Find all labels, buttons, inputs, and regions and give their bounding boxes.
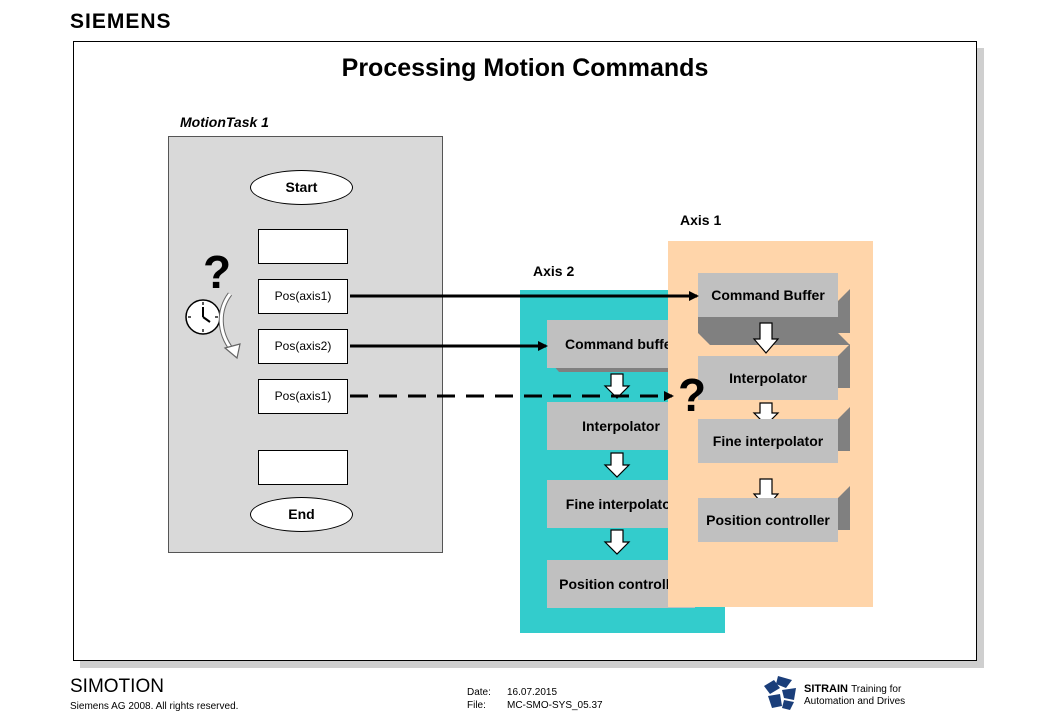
file-label: File: (467, 700, 486, 711)
command-box-pos-axis2: Pos(axis2) (258, 329, 348, 364)
sitrain-brand: SITRAIN Training for (804, 683, 901, 695)
empty-step-box-2 (258, 450, 348, 485)
end-oval: End (250, 497, 353, 532)
axis-1-label: Axis 1 (680, 212, 722, 228)
axis-2-label: Axis 2 (533, 263, 575, 279)
sitrain-tagline: Training for (851, 684, 902, 695)
sitrain-logo-icon (764, 676, 796, 710)
file-value: MC-SMO-SYS_05.37 (507, 700, 603, 711)
date-label: Date: (467, 687, 491, 698)
axis-1-interpolator: Interpolator (698, 356, 838, 400)
clock-icon (185, 292, 241, 360)
sitrain-subline: Automation and Drives (804, 696, 906, 707)
start-oval: Start (250, 170, 353, 205)
date-value: 16.07.2015 (507, 687, 558, 698)
slide-title: Processing Motion Commands (341, 54, 709, 82)
command-box-pos-axis1-second: Pos(axis1) (258, 379, 348, 414)
task-question-mark: ? (203, 246, 232, 298)
command-box-pos-axis1: Pos(axis1) (258, 279, 348, 314)
empty-step-box-1 (258, 229, 348, 264)
axis-1-fine-interpolator: Fine interpolator (698, 419, 838, 463)
axis-1-position-controller: Position controller (698, 498, 838, 542)
motion-task-label: MotionTask 1 (180, 114, 269, 130)
sitrain-name: SITRAIN (804, 683, 848, 695)
axis-question-mark: ? (678, 369, 707, 421)
axis-1-command-buffer: Command Buffer (698, 273, 838, 317)
product-name: SIMOTION (70, 676, 164, 697)
siemens-logo: SIEMENS (70, 10, 172, 33)
copyright: Siemens AG 2008. All rights reserved. (70, 701, 239, 712)
